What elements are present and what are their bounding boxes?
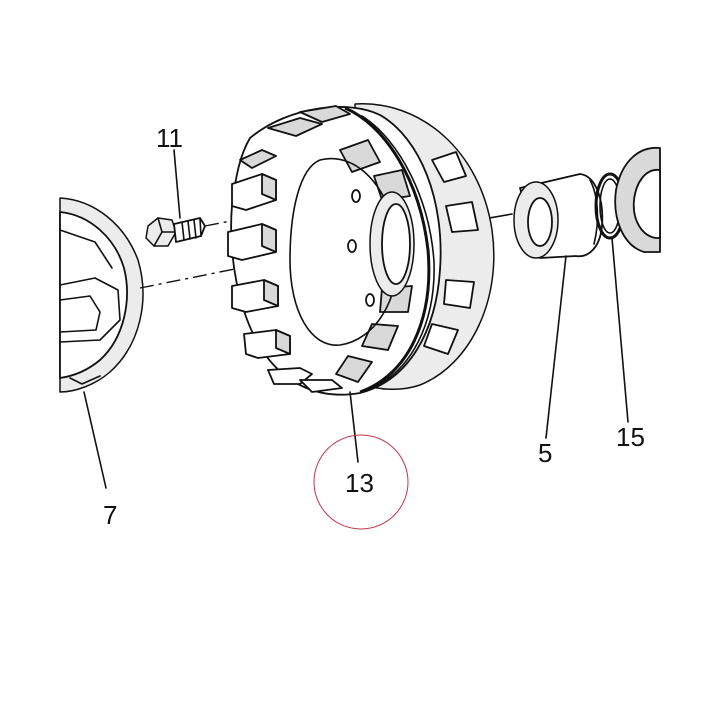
- callout-15: 15: [616, 422, 645, 452]
- part-11-bolt: [145, 217, 206, 247]
- callout-13: 13: [345, 468, 374, 498]
- part-7-cover: [59, 197, 144, 393]
- callout-5: 5: [538, 438, 553, 468]
- callout-7: 7: [103, 500, 118, 530]
- part-13-hub: [227, 103, 495, 396]
- seal-ring: [614, 147, 661, 253]
- leader-lines: [83, 149, 629, 489]
- callout-11: 11: [156, 123, 183, 153]
- highlight-circle: [313, 434, 409, 530]
- part-5-sleeve: [513, 173, 604, 259]
